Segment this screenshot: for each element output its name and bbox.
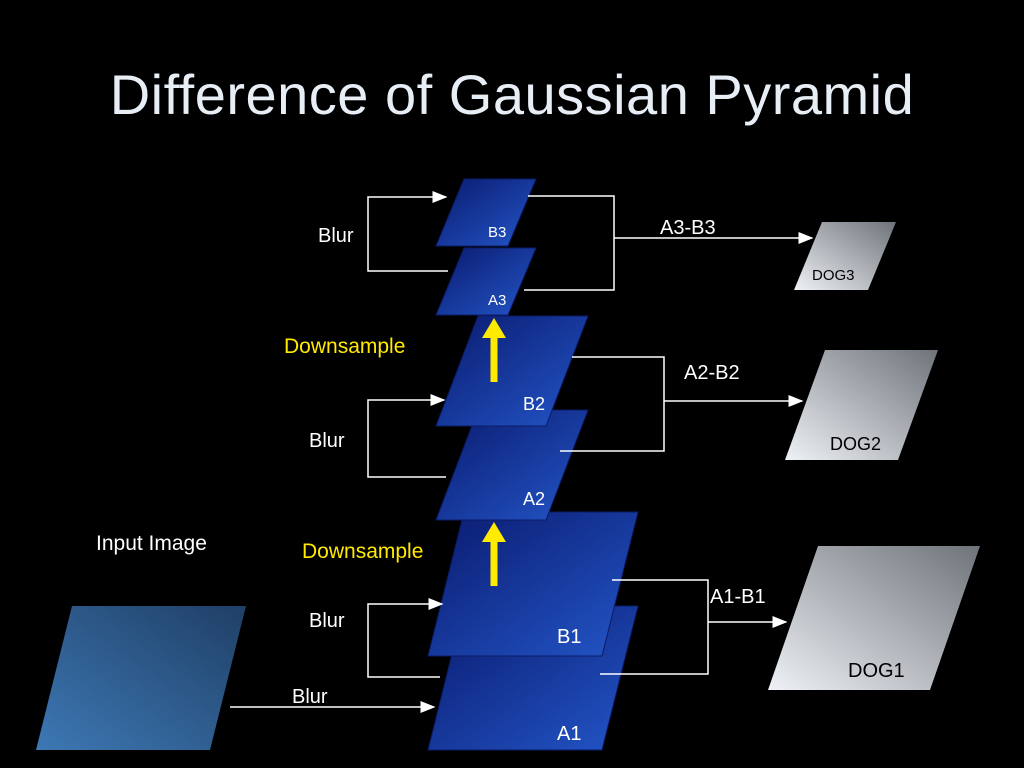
layer-b1 <box>427 511 639 657</box>
dog1-label: DOG1 <box>848 660 905 682</box>
layer-b3-label: B3 <box>488 224 506 241</box>
diff-label-1: A1-B1 <box>710 586 766 608</box>
blur-label-1: Blur <box>309 610 345 632</box>
layer-a2 <box>435 409 589 521</box>
blur-label-2: Blur <box>309 430 345 452</box>
diff-bracket-2 <box>560 356 665 452</box>
dog2-image <box>785 350 938 460</box>
downsample-label-2: Downsample <box>284 335 405 358</box>
layer-a2-label: A2 <box>523 489 545 509</box>
input-image-label: Input Image <box>96 532 207 555</box>
layer-b2-label: B2 <box>523 394 545 414</box>
dog3-label: DOG3 <box>812 267 855 284</box>
layer-a3 <box>435 247 537 316</box>
layer-a3-label: A3 <box>488 292 506 309</box>
diff-label-3: A3-B3 <box>660 217 716 239</box>
downsample-arrow-2-head <box>482 318 506 338</box>
blur-label-input: Blur <box>292 686 328 708</box>
input-image <box>36 606 246 750</box>
blur-label-3: Blur <box>318 225 354 247</box>
downsample-arrow-1-head <box>482 522 506 542</box>
diff-label-2: A2-B2 <box>684 362 740 384</box>
blur-loop-1 <box>367 598 444 678</box>
blur-loop-2 <box>367 394 446 478</box>
diff-bracket-3 <box>524 195 615 291</box>
page-title: Difference of Gaussian Pyramid <box>109 63 915 126</box>
diff-bracket-1 <box>600 579 709 675</box>
layer-b1-label: B1 <box>557 626 581 648</box>
downsample-label-1: Downsample <box>302 540 423 563</box>
blur-loop-3 <box>367 191 448 272</box>
layer-b2 <box>435 315 589 427</box>
layer-b3 <box>435 178 537 247</box>
dog2-label: DOG2 <box>830 434 881 454</box>
layer-a1-label: A1 <box>557 723 581 745</box>
dog1-image <box>768 546 980 690</box>
dog3-image <box>794 222 896 290</box>
